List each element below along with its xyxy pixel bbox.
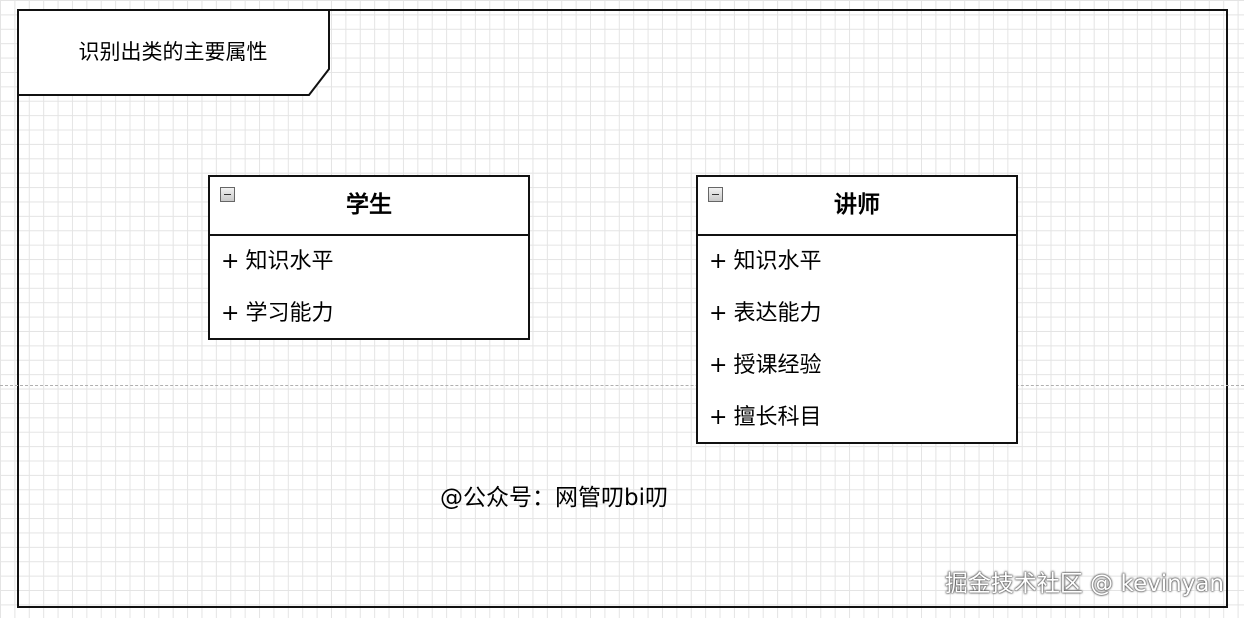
visibility-marker: + [709, 301, 728, 326]
class-name: 学生 [346, 192, 392, 218]
attribute-label: 授课经验 [733, 353, 822, 378]
diagram-caption: @公众号：网管叨bi叨 [440, 485, 668, 511]
class-box-student[interactable]: 学生 +知识水平 +学习能力 [208, 175, 530, 340]
attribute-label: 表达能力 [733, 301, 822, 326]
attribute-label: 学习能力 [245, 301, 334, 326]
page-break-line [0, 385, 1244, 386]
attribute-list: +知识水平 +表达能力 +授课经验 +擅长科目 [698, 236, 1016, 444]
class-name: 讲师 [834, 192, 880, 218]
visibility-marker: + [709, 353, 728, 378]
diagram-frame [17, 9, 1228, 608]
visibility-marker: + [221, 301, 240, 326]
attribute-item: +知识水平 [698, 236, 1016, 288]
collapse-icon[interactable] [708, 187, 723, 202]
title-tab-shape [17, 9, 330, 96]
class-box-teacher[interactable]: 讲师 +知识水平 +表达能力 +授课经验 +擅长科目 [696, 175, 1018, 444]
collapse-icon[interactable] [220, 187, 235, 202]
attribute-item: +授课经验 [698, 340, 1016, 392]
attribute-label: 知识水平 [733, 249, 822, 274]
attribute-item: +学习能力 [210, 288, 528, 340]
class-header: 学生 [210, 177, 528, 236]
visibility-marker: + [221, 249, 240, 274]
class-header: 讲师 [698, 177, 1016, 236]
attribute-item: +表达能力 [698, 288, 1016, 340]
attribute-label: 知识水平 [245, 249, 334, 274]
watermark: 掘金技术社区 @ kevinyan [944, 571, 1224, 597]
attribute-item: +知识水平 [210, 236, 528, 288]
attribute-list: +知识水平 +学习能力 [210, 236, 528, 340]
attribute-label: 擅长科目 [733, 405, 822, 430]
diagram-title: 识别出类的主要属性 [78, 40, 268, 64]
attribute-item: +擅长科目 [698, 392, 1016, 444]
visibility-marker: + [709, 405, 728, 430]
visibility-marker: + [709, 249, 728, 274]
